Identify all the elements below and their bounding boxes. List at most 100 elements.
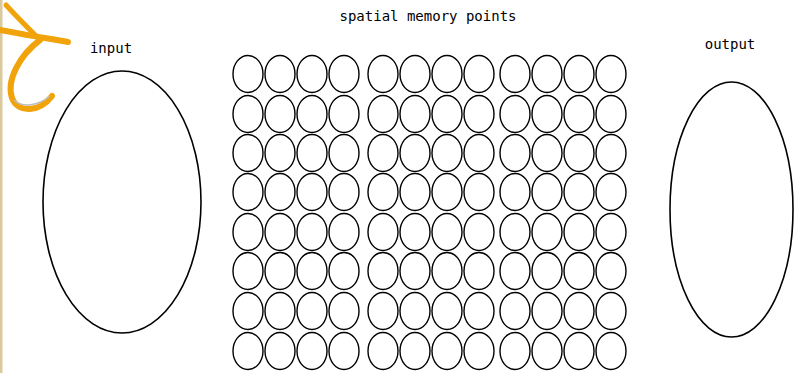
memory-point <box>500 96 530 133</box>
memory-point <box>596 253 626 290</box>
memory-point <box>532 56 562 93</box>
memory-point <box>265 293 295 330</box>
memory-point <box>464 214 494 251</box>
memory-point <box>368 135 398 172</box>
diagram-title: spatial memory points <box>339 8 516 24</box>
memory-point <box>596 293 626 330</box>
memory-point <box>297 253 327 290</box>
memory-point <box>297 333 327 370</box>
memory-point <box>400 253 430 290</box>
memory-point <box>596 56 626 93</box>
memory-point <box>265 56 295 93</box>
page-edge <box>0 0 3 373</box>
memory-point <box>464 135 494 172</box>
memory-point <box>233 174 263 211</box>
memory-point <box>432 135 462 172</box>
memory-point <box>297 135 327 172</box>
memory-point <box>329 253 359 290</box>
memory-point <box>532 96 562 133</box>
memory-point <box>500 174 530 211</box>
memory-point <box>400 293 430 330</box>
memory-point <box>432 96 462 133</box>
memory-point <box>464 333 494 370</box>
memory-point <box>329 135 359 172</box>
ellipse-outline <box>669 81 794 338</box>
memory-point <box>532 333 562 370</box>
memory-point <box>432 56 462 93</box>
memory-point <box>564 174 594 211</box>
memory-point-grid <box>233 56 626 370</box>
memory-point <box>432 253 462 290</box>
memory-point <box>233 253 263 290</box>
memory-point <box>596 214 626 251</box>
memory-point <box>297 56 327 93</box>
memory-point <box>564 56 594 93</box>
memory-point <box>432 174 462 211</box>
ellipse-node: output <box>669 81 794 338</box>
memory-point <box>265 214 295 251</box>
memory-point <box>329 293 359 330</box>
ribbon-curl <box>0 5 68 109</box>
memory-point <box>464 253 494 290</box>
memory-point <box>297 293 327 330</box>
memory-point <box>265 135 295 172</box>
memory-point <box>265 96 295 133</box>
memory-point <box>464 174 494 211</box>
memory-point <box>368 96 398 133</box>
memory-point <box>564 333 594 370</box>
memory-point <box>564 293 594 330</box>
node-heading: input <box>90 40 132 56</box>
memory-point <box>564 214 594 251</box>
memory-point <box>400 214 430 251</box>
memory-point <box>368 56 398 93</box>
memory-point <box>329 214 359 251</box>
memory-point <box>432 333 462 370</box>
memory-point <box>368 333 398 370</box>
memory-point <box>233 333 263 370</box>
memory-point <box>233 135 263 172</box>
memory-point <box>432 293 462 330</box>
memory-point <box>464 56 494 93</box>
memory-point <box>500 253 530 290</box>
memory-point <box>297 174 327 211</box>
memory-point <box>265 333 295 370</box>
memory-point <box>368 214 398 251</box>
memory-point <box>564 96 594 133</box>
memory-point <box>368 293 398 330</box>
memory-point <box>532 214 562 251</box>
memory-point <box>329 56 359 93</box>
memory-point <box>564 253 594 290</box>
memory-point <box>400 333 430 370</box>
memory-point <box>464 293 494 330</box>
memory-point <box>500 135 530 172</box>
ellipse-node: input <box>42 70 202 334</box>
ellipse-outline <box>42 70 202 334</box>
memory-point <box>532 174 562 211</box>
memory-point <box>329 96 359 133</box>
memory-point <box>265 253 295 290</box>
memory-point <box>400 96 430 133</box>
memory-point <box>532 253 562 290</box>
memory-point <box>233 293 263 330</box>
memory-point <box>596 333 626 370</box>
memory-point <box>297 96 327 133</box>
memory-point <box>368 253 398 290</box>
memory-point <box>464 96 494 133</box>
memory-point <box>500 293 530 330</box>
memory-point <box>500 214 530 251</box>
memory-point <box>596 96 626 133</box>
memory-point <box>233 214 263 251</box>
memory-point <box>329 174 359 211</box>
memory-point <box>368 174 398 211</box>
memory-point <box>500 333 530 370</box>
memory-point <box>532 135 562 172</box>
memory-point <box>400 135 430 172</box>
node-heading: output <box>705 36 756 52</box>
memory-point <box>596 174 626 211</box>
memory-point <box>596 135 626 172</box>
memory-point <box>265 174 295 211</box>
memory-point <box>400 56 430 93</box>
memory-point <box>233 56 263 93</box>
memory-point <box>564 135 594 172</box>
memory-point <box>297 214 327 251</box>
